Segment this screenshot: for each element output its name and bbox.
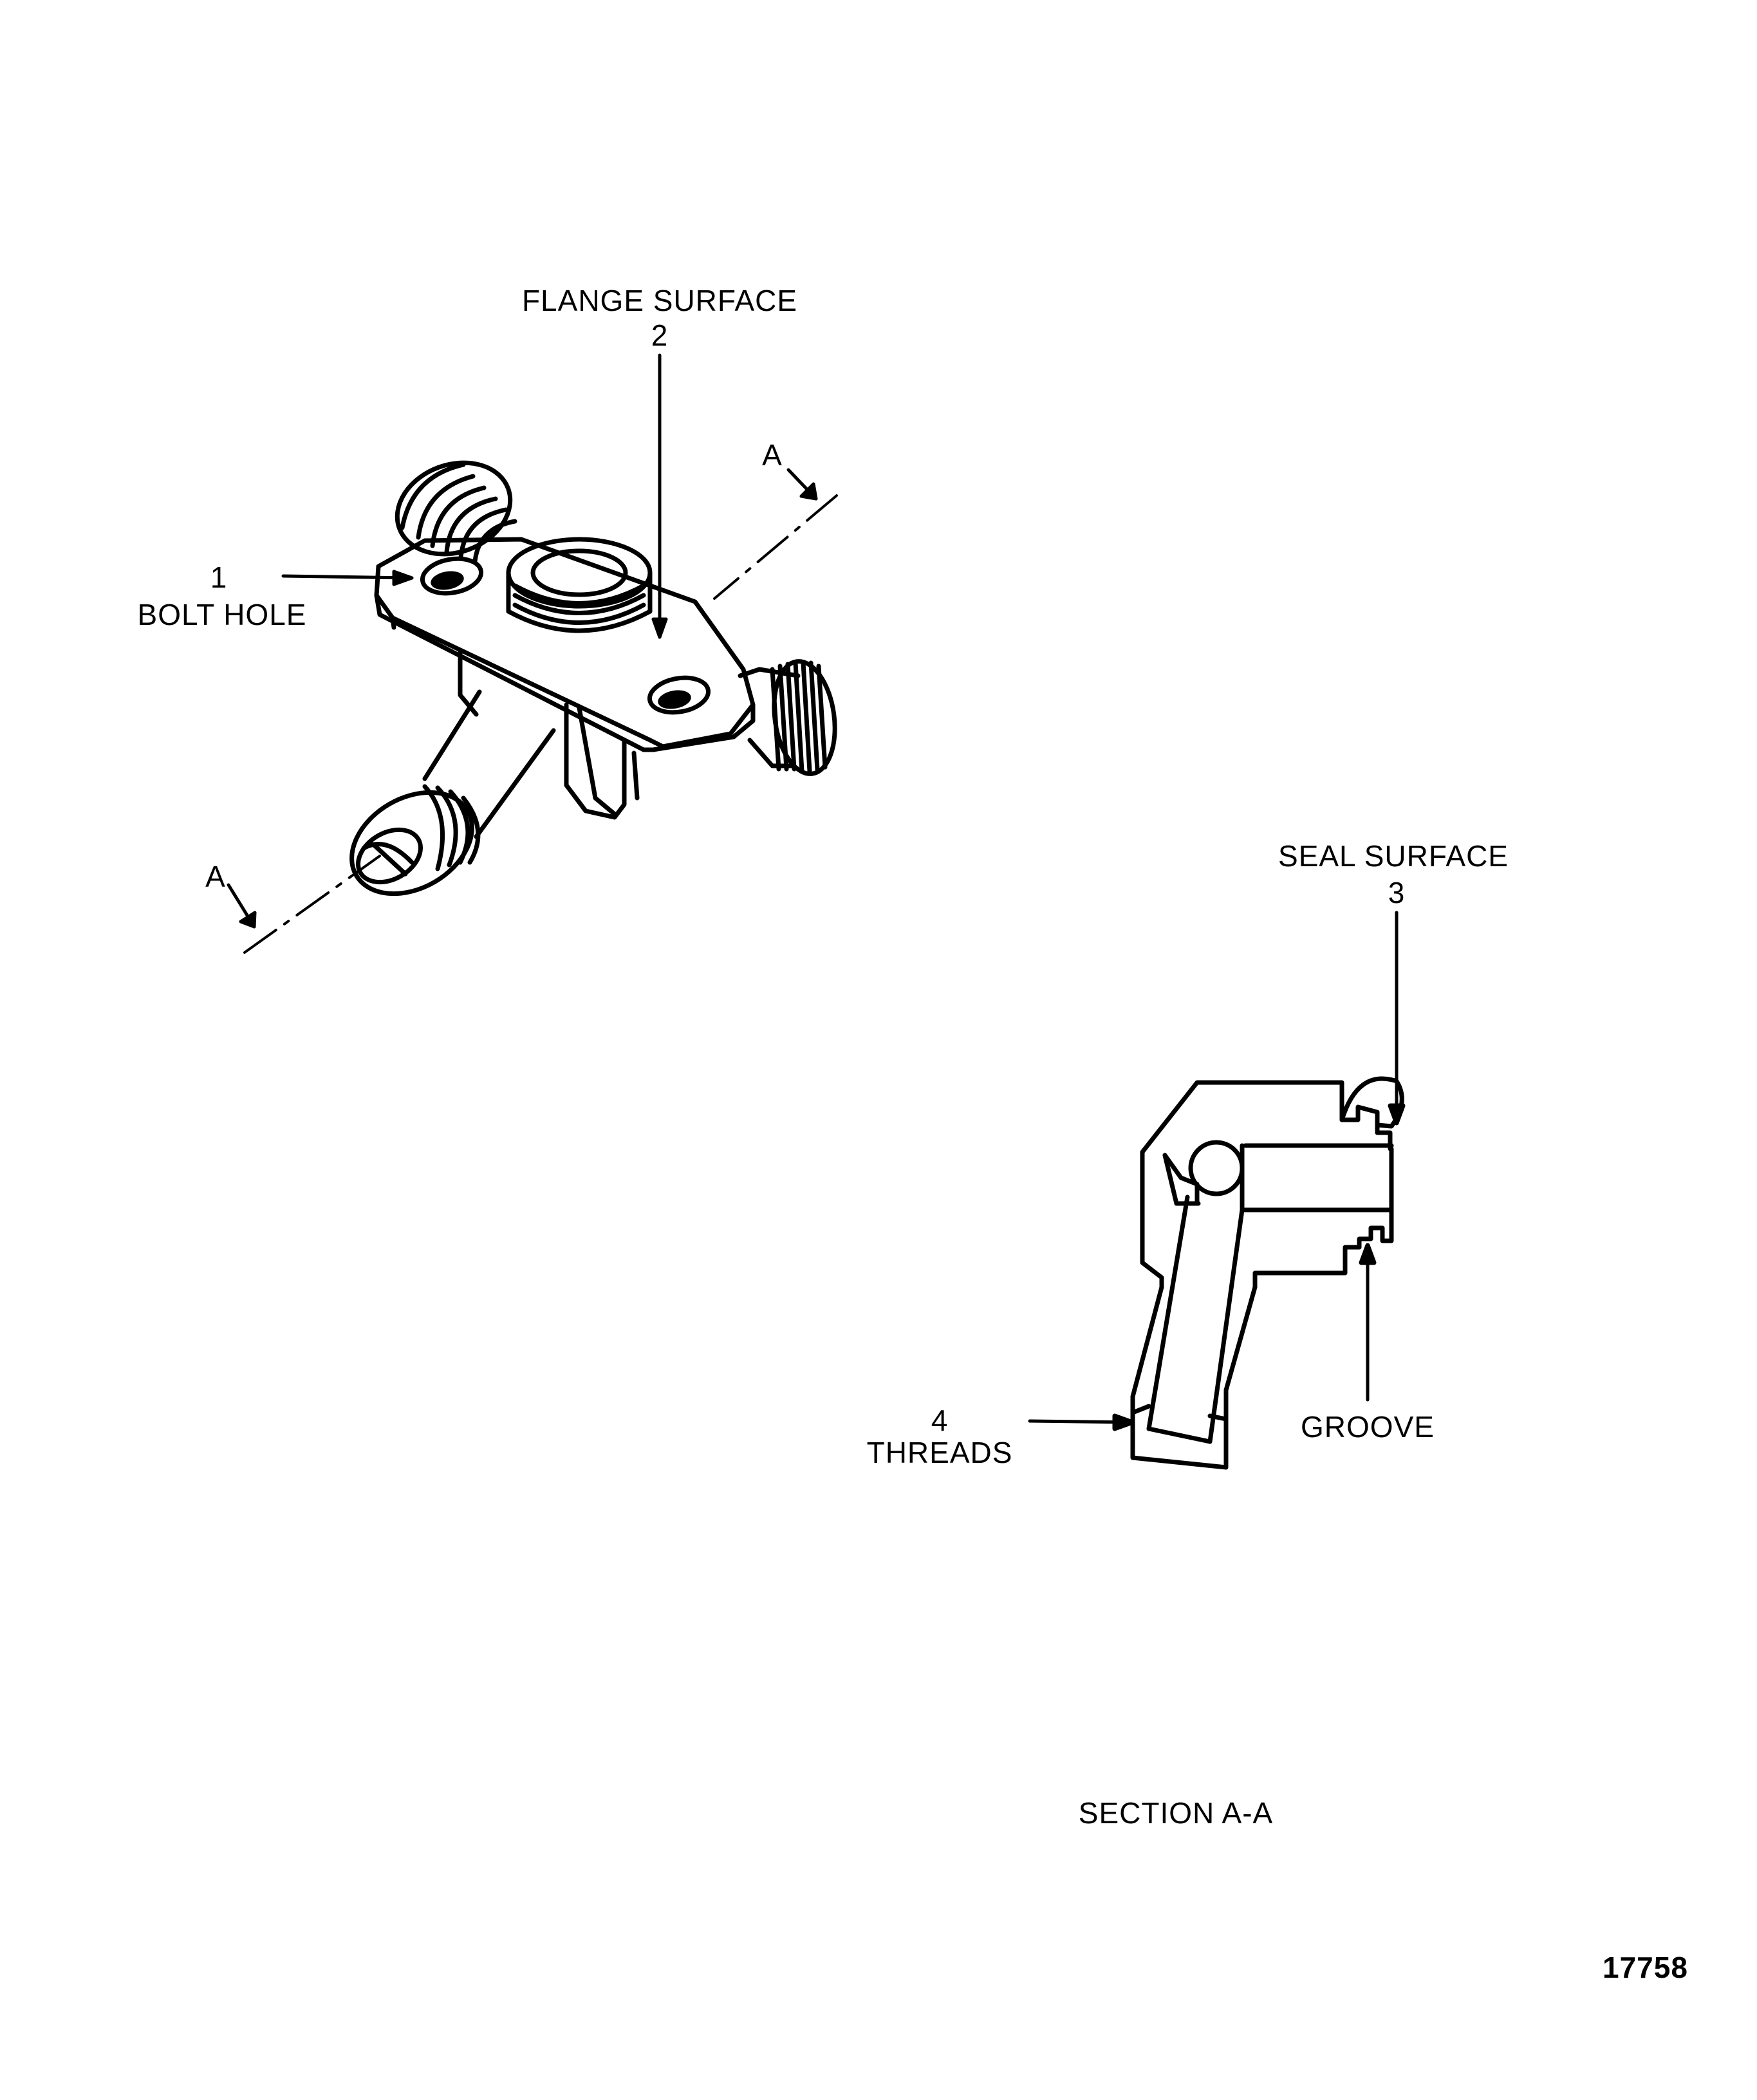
callout-1-label: BOLT HOLE (137, 598, 307, 631)
lower-left-threaded-port (349, 689, 556, 897)
leader-lines (281, 353, 668, 639)
fitting-illustration (227, 460, 838, 954)
back-left-threaded-port (395, 460, 517, 564)
section-view (1028, 911, 1406, 1470)
callout-2-label: FLANGE SURFACE (521, 284, 798, 317)
callout-1-number: 1 (210, 561, 228, 594)
top-center-port (506, 537, 653, 633)
callout-3-label: SEAL SURFACE (1278, 839, 1509, 873)
right-threaded-port (738, 659, 837, 776)
section-arrows (227, 468, 818, 929)
section-title: SECTION A-A (1078, 1796, 1274, 1830)
section-marker-bottom: A (205, 860, 226, 893)
flange-plate (374, 537, 756, 752)
callout-4-number: 4 (931, 1404, 949, 1437)
callout-4-label: THREADS (866, 1436, 1013, 1469)
callout-3-number: 3 (1388, 876, 1406, 909)
section-marker-top: A (762, 438, 783, 472)
section-line-a-a (243, 494, 838, 954)
callout-2-number: 2 (651, 319, 669, 352)
groove-label: GROOVE (1301, 1410, 1435, 1444)
bolt-holes (420, 556, 711, 715)
figure-number: 17758 (1603, 1951, 1688, 1984)
